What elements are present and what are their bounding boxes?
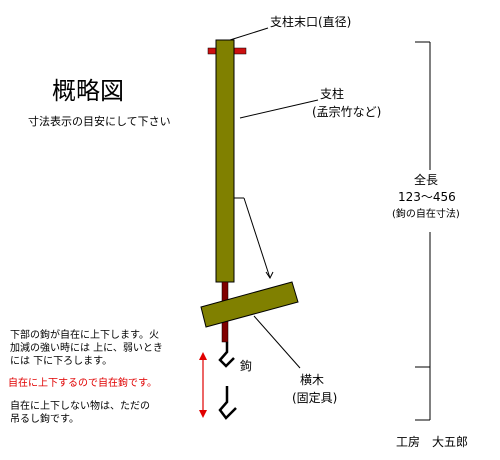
- total-length-range: 123～456: [398, 190, 456, 204]
- up-down-arrow: [199, 352, 207, 418]
- crossbar-sub-label: (固定具): [292, 391, 338, 405]
- explanation-line-3: には 下に下ろします。: [10, 356, 113, 367]
- upper-hook: [218, 342, 235, 368]
- pole-sub-label: (孟宗竹など): [312, 105, 382, 119]
- explanation-line-5: 吊るし鉤です。: [10, 414, 79, 425]
- explanation-line-4: 自在に上下しない物は、ただの: [10, 401, 150, 412]
- pole-label: 支柱: [320, 87, 345, 101]
- lower-hook: [218, 386, 237, 420]
- diagram-title: 概略図: [52, 77, 124, 105]
- hook-label: 鉤: [240, 359, 253, 373]
- dimension-note: 寸法表示の目安にして下さい: [28, 115, 171, 128]
- total-length-label: 全長: [414, 173, 439, 187]
- leader-lines: [229, 27, 319, 369]
- top-tip-label: 支柱末口(直径): [270, 15, 352, 29]
- crossbar: [200, 281, 299, 328]
- explanation-red-line: 自在に上下するので自在鉤です。: [8, 378, 157, 389]
- total-length-sub: (鉤の自在寸法): [392, 209, 460, 220]
- explanation-line-1: 下部の鉤が自在に上下します。火: [10, 330, 159, 341]
- crossbar-label: 横木: [300, 373, 325, 387]
- pole: [215, 39, 235, 283]
- crossbar-cord: [234, 197, 274, 279]
- signature: 工房 大五郎: [396, 435, 469, 449]
- total-length-bracket: [415, 41, 431, 421]
- explanation-line-2: 加減の強い時には 上に、弱いとき: [10, 343, 163, 354]
